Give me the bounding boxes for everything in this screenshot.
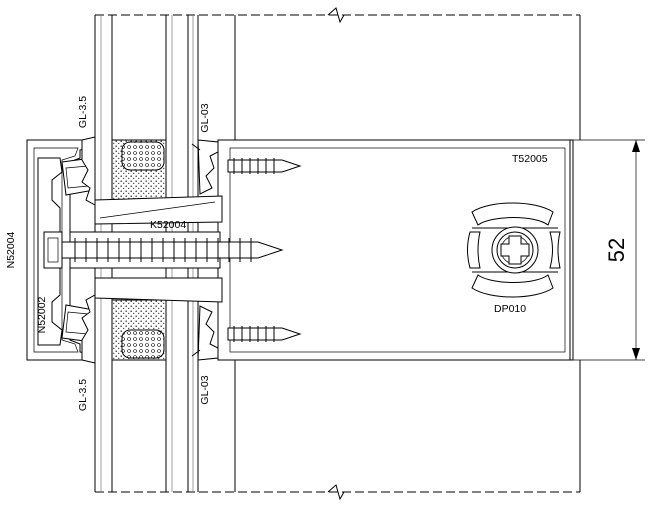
inner-gaskets <box>191 139 219 361</box>
mullion-profile <box>95 7 581 501</box>
part-labels: T52005 K52004 DP010 N52004 N52002 GL-3.5… <box>5 96 548 411</box>
dimension-value: 52 <box>604 238 629 262</box>
setting-blocks <box>111 139 167 361</box>
clip-profile <box>94 195 223 303</box>
label-clip: K52004 <box>150 219 186 231</box>
label-gasket-top-right: GL-03 <box>199 103 211 132</box>
height-dimension: 52 <box>573 139 645 361</box>
label-gasket-bottom-left: GL-3.5 <box>77 379 89 411</box>
label-gasket-top-left: GL-3.5 <box>77 96 89 128</box>
label-fastener: DP010 <box>494 303 526 315</box>
label-transom: T52005 <box>512 153 548 165</box>
label-cover: N52002 <box>36 296 48 333</box>
outer-gaskets <box>81 136 96 364</box>
fixing-screws <box>43 158 302 342</box>
label-pressure-plate: N52004 <box>5 231 17 268</box>
label-gasket-bottom-right: GL-03 <box>199 375 211 404</box>
